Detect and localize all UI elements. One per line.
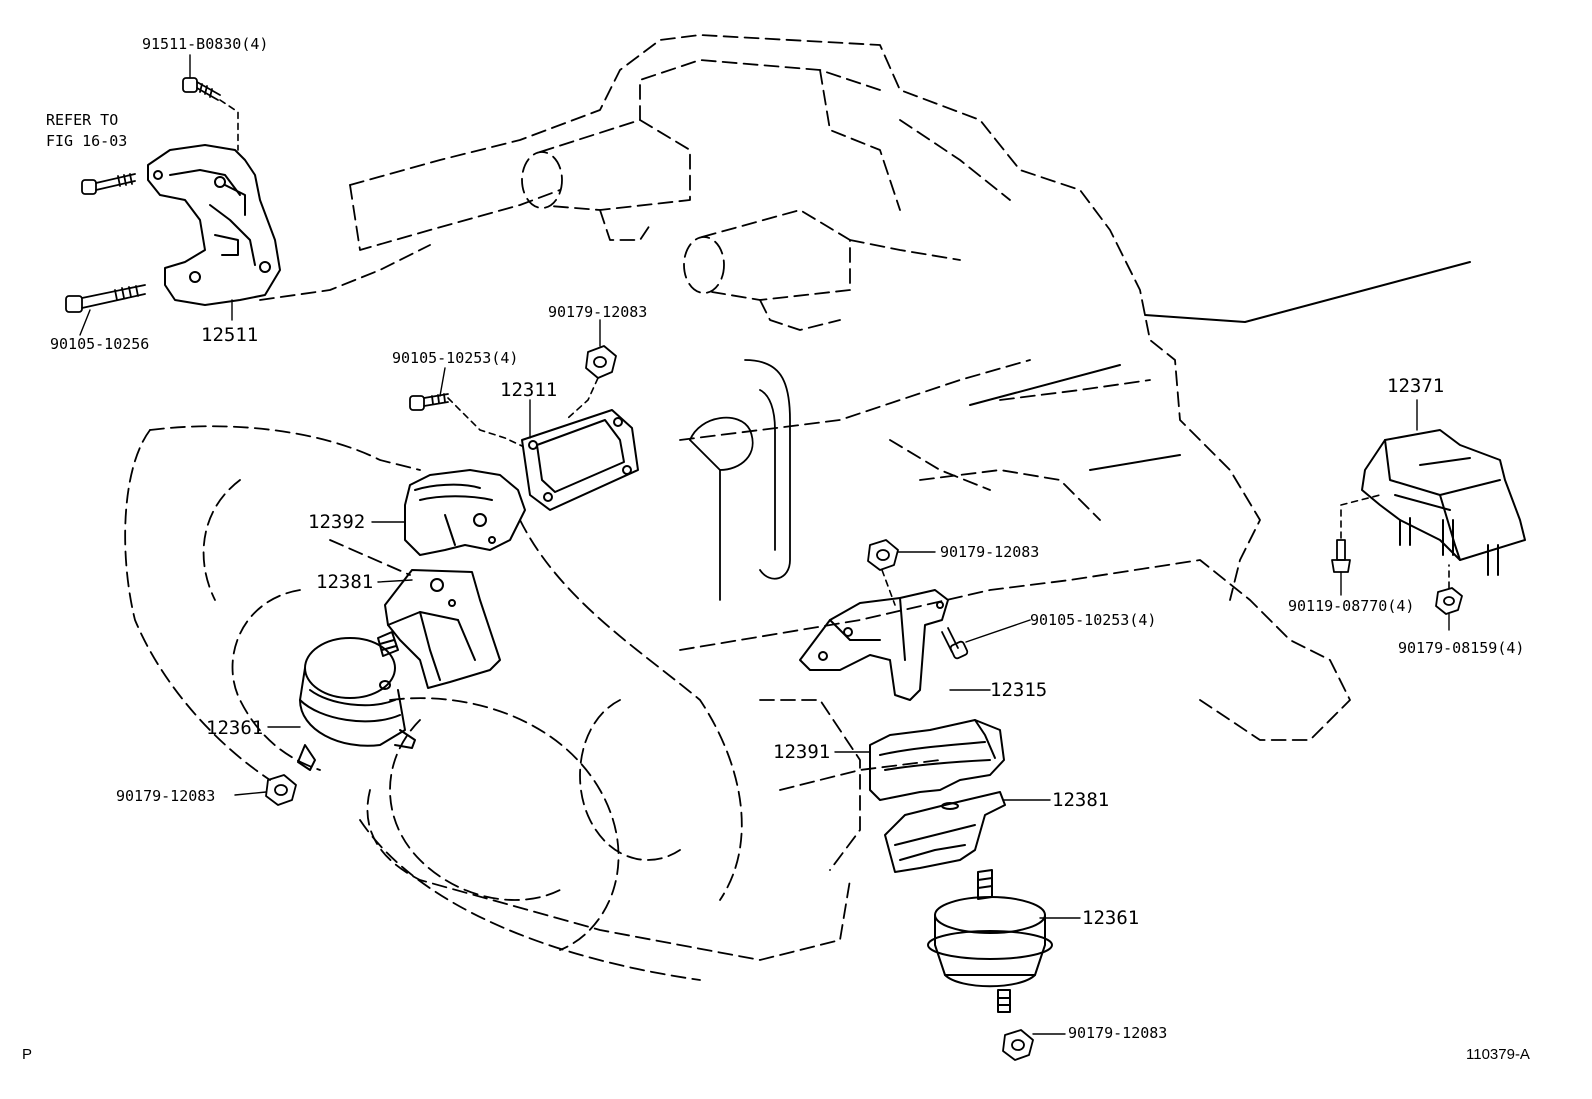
nut-90179-top xyxy=(585,345,617,379)
part-12391-label: 12391 xyxy=(773,741,831,763)
part-90179-08159-label: 90179-08159(4) xyxy=(1398,639,1525,657)
mount-12361-right-shape xyxy=(927,869,1053,1013)
bolt-90105-10253-left xyxy=(409,393,449,411)
bracket-12315-shape xyxy=(799,589,949,701)
part-90105-10253-left-label: 90105-10253(4) xyxy=(392,349,519,367)
fig-reference-label: FIG 16-03 xyxy=(46,132,128,150)
part-12511-label: 12511 xyxy=(201,324,259,346)
bracket-12381-right-shape xyxy=(884,791,1006,873)
part-90179-12083-mid-label: 90179-12083 xyxy=(940,543,1040,561)
part-12315-label: 12315 xyxy=(990,679,1048,701)
part-12371-label: 12371 xyxy=(1387,375,1445,397)
part-12311-label: 12311 xyxy=(500,379,558,401)
part-90105-10253-right-label: 90105-10253(4) xyxy=(1030,611,1157,629)
bolt-90119 xyxy=(1331,539,1351,573)
bracket-12511-shape xyxy=(147,144,281,306)
bolt-90105-10253-right xyxy=(941,627,969,660)
part-90179-12083-bottom-label: 90179-12083 xyxy=(1068,1024,1168,1042)
mount-12371-shape xyxy=(1361,429,1526,576)
engine-right-lines xyxy=(969,261,1471,471)
figure-id: 110379-A xyxy=(1466,1046,1530,1063)
plate-12311-shape xyxy=(521,409,639,511)
engine-outline xyxy=(124,34,1351,981)
nut-90179-08159 xyxy=(1435,587,1463,615)
part-12381-right-label: 12381 xyxy=(1052,789,1110,811)
part-91511-b0830-label: 91511-B0830(4) xyxy=(142,35,269,53)
intake-runners xyxy=(521,59,961,331)
part-90179-12083-top-label: 90179-12083 xyxy=(548,303,648,321)
refer-to-label: REFER TO xyxy=(46,111,119,129)
mount-12361-left-shape xyxy=(297,631,416,771)
part-12361-left-label: 12361 xyxy=(206,717,264,739)
part-90119-08770-label: 90119-08770(4) xyxy=(1288,597,1415,615)
part-12392-label: 12392 xyxy=(308,511,366,533)
nut-90179-mid xyxy=(867,539,899,571)
corner-letter: P xyxy=(22,1046,33,1063)
bolt-90105-10256 xyxy=(65,284,146,313)
leader-lines xyxy=(79,54,1450,1035)
part-90105-10256-label: 90105-10256 xyxy=(50,335,150,353)
part-12381-left-label: 12381 xyxy=(316,571,374,593)
shield-12392-shape xyxy=(404,469,526,556)
nut-90179-left xyxy=(265,774,297,806)
nut-90179-bottom xyxy=(1002,1029,1034,1061)
part-90179-12083-left-label: 90179-12083 xyxy=(116,787,216,805)
shield-12391-shape xyxy=(869,719,1005,801)
bolt-refer xyxy=(81,173,136,195)
bolt-91511 xyxy=(182,77,221,101)
oil-cap xyxy=(689,359,791,601)
bracket-12381-left-shape xyxy=(384,569,501,689)
part-12361-right-label: 12361 xyxy=(1082,907,1140,929)
